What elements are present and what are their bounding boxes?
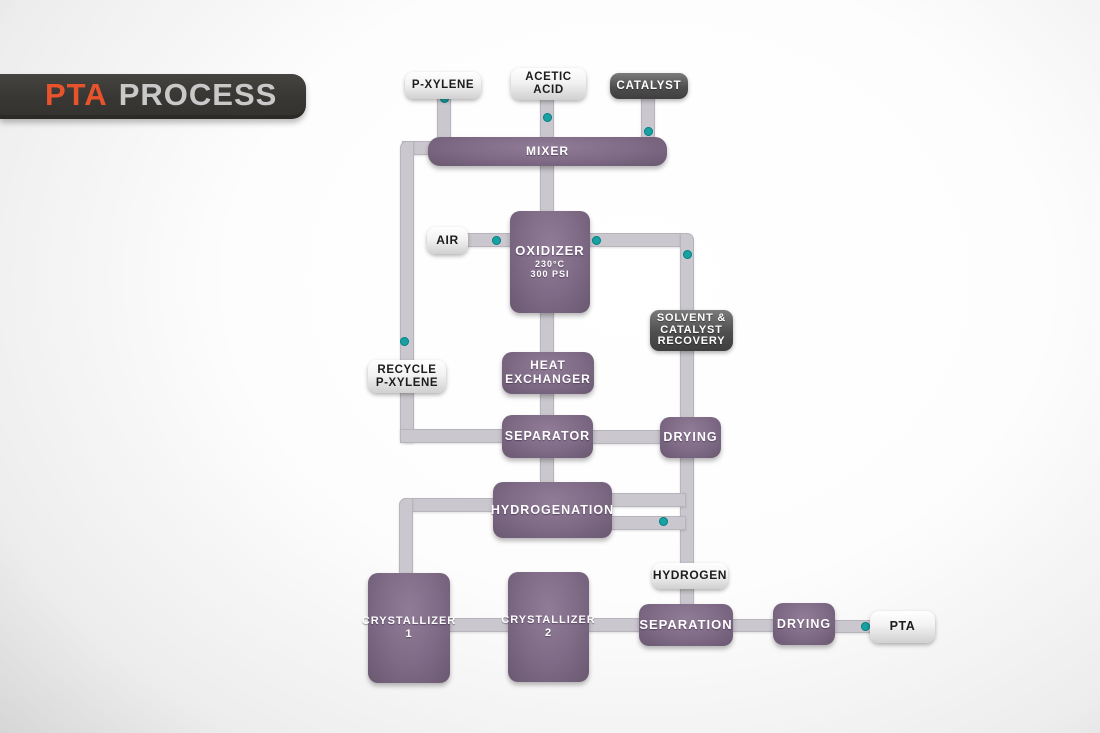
node-drying-bottom: DRYING [773,603,835,645]
pipe-crystallizer-vertical [399,498,413,578]
junction-dot [492,236,501,245]
junction-dot [400,337,409,346]
junction-dot [861,622,870,631]
title-process: PROCESS [118,76,278,112]
title-pta: PTA [45,76,108,112]
pipe-c1-c2 [448,618,510,632]
junction-dot [683,250,692,259]
pipe-oxidizer-heatexchanger [540,310,554,356]
label-acetic-acid: ACETIC ACID [511,68,586,100]
junction-dot [543,113,552,122]
junction-dot [659,517,668,526]
label-pta: PTA [870,611,935,643]
junction-dot [644,127,653,136]
node-crystallizer-2: CRYSTALLIZER 2 [501,572,595,682]
node-separation: SEPARATION [639,604,733,646]
pipe-drying-hydrogenation [606,493,686,507]
node-hydrogenation: HYDROGENATION [491,482,613,538]
title-banner: PTA PROCESS [0,74,306,119]
node-crystallizer-1: CRYSTALLIZER 1 [362,573,455,683]
label-air: AIR [427,227,468,254]
node-oxidizer: OXIDIZER 230°C 300 PSI [510,211,590,313]
label-p-xylene: P-XYLENE [405,72,481,99]
node-drying-top: DRYING [660,417,721,458]
node-mixer: MIXER [428,137,667,166]
oxidizer-temperature: 230°C [534,259,566,270]
pipe-recycle-vertical [400,141,414,443]
label-solvent-catalyst-recovery: SOLVENT & CATALYST RECOVERY [650,310,733,351]
label-catalyst: CATALYST [610,73,688,99]
pipe-recycle-separator [400,429,508,443]
oxidizer-pressure: 300 PSI [530,269,570,280]
pipe-c2-separation [587,618,641,632]
pipe-heatexchanger-separator [540,390,554,418]
pipe-separator-drying [590,430,664,444]
pipe-hydrogenation-left [404,498,496,512]
junction-dot [592,236,601,245]
node-separator: SEPARATOR [502,415,593,458]
label-hydrogen: HYDROGEN [652,563,728,589]
pipe-separator-hydrogenation [540,455,554,485]
label-recycle-p-xylene: RECYCLE P-XYLENE [368,360,446,393]
pipe-oxidizer-right [586,233,688,247]
pipe-mixer-oxidizer [540,164,554,214]
pipe-pxylene-mixer [437,96,451,141]
pipe-separation-drying [731,619,775,632]
pipe-air-oxidizer [464,233,514,247]
node-heat-exchanger: HEAT EXCHANGER [502,352,594,394]
pipe-hydrogenation-separation [606,516,686,530]
